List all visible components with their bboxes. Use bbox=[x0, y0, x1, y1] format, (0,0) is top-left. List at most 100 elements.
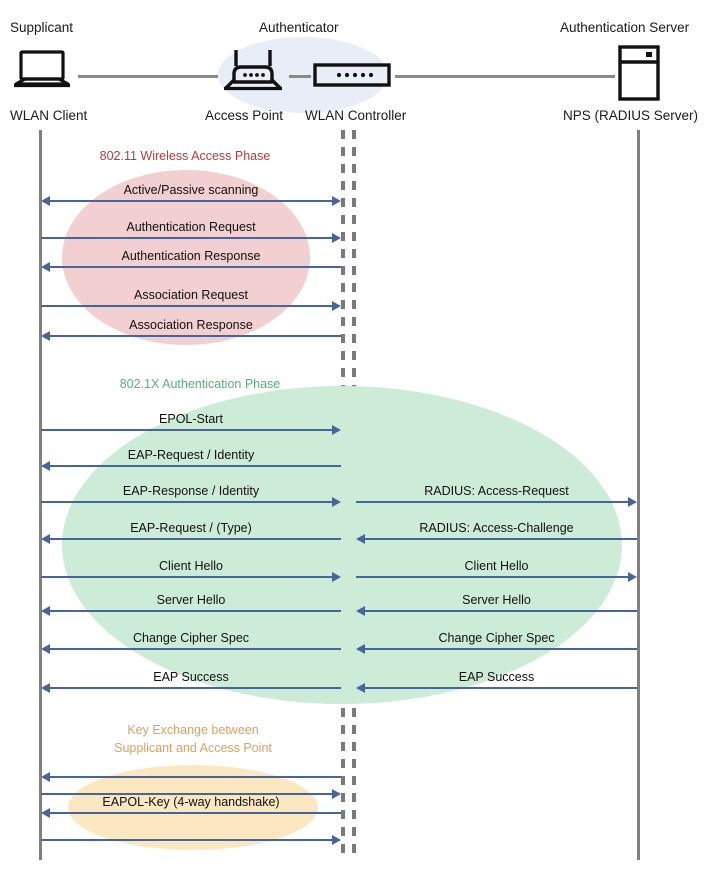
arrow-line bbox=[50, 200, 332, 202]
arrow-head-left bbox=[41, 606, 50, 616]
arrow-head-left bbox=[356, 644, 365, 654]
message-left-2: Authentication Response bbox=[41, 249, 341, 272]
arrow-line bbox=[41, 501, 332, 503]
message-label: Active/Passive scanning bbox=[123, 183, 259, 197]
message-label: Server Hello bbox=[156, 593, 226, 607]
message-left-0: Active/Passive scanning bbox=[41, 183, 341, 206]
actor-role-authenticator: Authenticator bbox=[259, 20, 339, 35]
message-label: EAPOL-Key (4-way handshake) bbox=[102, 795, 280, 809]
message-label: Authentication Request bbox=[126, 220, 256, 234]
message-label: Association Response bbox=[129, 318, 253, 332]
message-right-5: EAP Success bbox=[356, 670, 637, 693]
actor-name-access-point: Access Point bbox=[205, 108, 284, 123]
wlan-controller-icon bbox=[313, 62, 391, 93]
message-label: EAP Success bbox=[153, 670, 229, 684]
arrow-line bbox=[41, 839, 332, 841]
arrow-head-left bbox=[41, 196, 50, 206]
message-label: EAP-Response / Identity bbox=[122, 484, 260, 498]
arrow-head-left bbox=[356, 683, 365, 693]
arrow-line bbox=[356, 576, 628, 578]
arrow-head-right bbox=[332, 301, 341, 311]
arrow-line bbox=[41, 576, 332, 578]
actor-role-authentication-server: Authentication Server bbox=[560, 20, 690, 35]
message-left-14 bbox=[41, 789, 341, 799]
message-left-5: EPOL-Start bbox=[41, 412, 341, 435]
arrow-head-left bbox=[41, 772, 50, 782]
arrow-head-right bbox=[332, 425, 341, 435]
message-right-2: Client Hello bbox=[356, 559, 637, 582]
arrow-head-left bbox=[356, 534, 365, 544]
link-wlc-server bbox=[395, 75, 615, 78]
arrow-line bbox=[50, 812, 341, 814]
message-label: Authentication Response bbox=[121, 249, 261, 263]
message-left-13 bbox=[41, 772, 341, 782]
message-label: Association Request bbox=[134, 288, 248, 302]
message-left-1: Authentication Request bbox=[41, 220, 341, 243]
message-left-6: EAP-Request / Identity bbox=[41, 448, 341, 471]
arrow-line bbox=[41, 305, 332, 307]
actor-name-wlan-client: WLAN Client bbox=[10, 108, 88, 123]
arrow-line bbox=[50, 648, 341, 650]
arrow-line bbox=[365, 648, 637, 650]
message-left-10: Server Hello bbox=[41, 593, 341, 616]
lifeline-supplicant bbox=[39, 130, 42, 860]
arrow-line bbox=[50, 538, 341, 540]
actor-name-wlan-controller: WLAN Controller bbox=[305, 108, 407, 123]
message-left-8: EAP-Request / (Type) bbox=[41, 521, 341, 544]
message-label: RADIUS: Access-Challenge bbox=[419, 521, 574, 535]
arrow-line bbox=[50, 465, 341, 467]
arrow-head-left bbox=[41, 534, 50, 544]
message-label: EAP Success bbox=[458, 670, 535, 684]
arrow-head-right bbox=[332, 497, 341, 507]
phase-blob-key-exchange bbox=[68, 765, 318, 850]
arrow-head-right bbox=[332, 233, 341, 243]
arrow-line bbox=[365, 687, 637, 689]
arrow-line bbox=[356, 501, 628, 503]
message-right-4: Change Cipher Spec bbox=[356, 631, 637, 654]
arrow-head-left bbox=[41, 331, 50, 341]
message-left-16 bbox=[41, 835, 341, 845]
arrow-line bbox=[41, 429, 332, 431]
arrow-head-right bbox=[628, 497, 637, 507]
arrow-line bbox=[365, 610, 637, 612]
arrow-line bbox=[50, 266, 341, 268]
arrow-head-left bbox=[41, 808, 50, 818]
link-client-ap bbox=[78, 75, 218, 78]
message-left-15: EAPOL-Key (4-way handshake) bbox=[41, 795, 341, 818]
arrow-line bbox=[50, 335, 341, 337]
message-left-12: EAP Success bbox=[41, 670, 341, 693]
message-label: Server Hello bbox=[462, 593, 531, 607]
message-label: Change Cipher Spec bbox=[438, 631, 555, 645]
phase-label-8021x: 802.1X Authentication Phase bbox=[119, 377, 281, 391]
server-rack-icon bbox=[617, 45, 661, 106]
arrow-head-left bbox=[41, 644, 50, 654]
arrow-line bbox=[41, 237, 332, 239]
message-right-0: RADIUS: Access-Request bbox=[356, 484, 637, 507]
arrow-head-right bbox=[332, 789, 341, 799]
arrow-line bbox=[365, 538, 637, 540]
phase-label-80211: 802.11 Wireless Access Phase bbox=[99, 149, 271, 163]
phase-blob-8021x bbox=[62, 386, 622, 704]
phase-label-key-exchange: Key Exchange between Supplicant and Acce… bbox=[114, 723, 272, 755]
arrow-head-left bbox=[41, 262, 50, 272]
arrow-line bbox=[41, 793, 332, 795]
message-label: EAP-Request / (Type) bbox=[130, 521, 252, 535]
arrow-line bbox=[50, 687, 341, 689]
message-right-1: RADIUS: Access-Challenge bbox=[356, 521, 637, 544]
arrow-head-right bbox=[332, 572, 341, 582]
arrow-head-right bbox=[332, 835, 341, 845]
message-label: EPOL-Start bbox=[159, 412, 223, 426]
message-label: Change Cipher Spec bbox=[132, 631, 250, 645]
arrow-head-right bbox=[332, 196, 341, 206]
arrow-head-left bbox=[41, 683, 50, 693]
message-left-9: Client Hello bbox=[41, 559, 341, 582]
arrow-head-right bbox=[628, 572, 637, 582]
message-left-4: Association Response bbox=[41, 318, 341, 341]
message-label: Client Hello bbox=[464, 559, 529, 573]
actor-name-nps-radius-server: NPS (RADIUS Server) bbox=[563, 108, 699, 123]
message-left-7: EAP-Response / Identity bbox=[41, 484, 341, 507]
wireless-router-icon bbox=[218, 48, 288, 98]
arrow-head-left bbox=[41, 461, 50, 471]
lifeline-authentication-server bbox=[637, 130, 640, 860]
